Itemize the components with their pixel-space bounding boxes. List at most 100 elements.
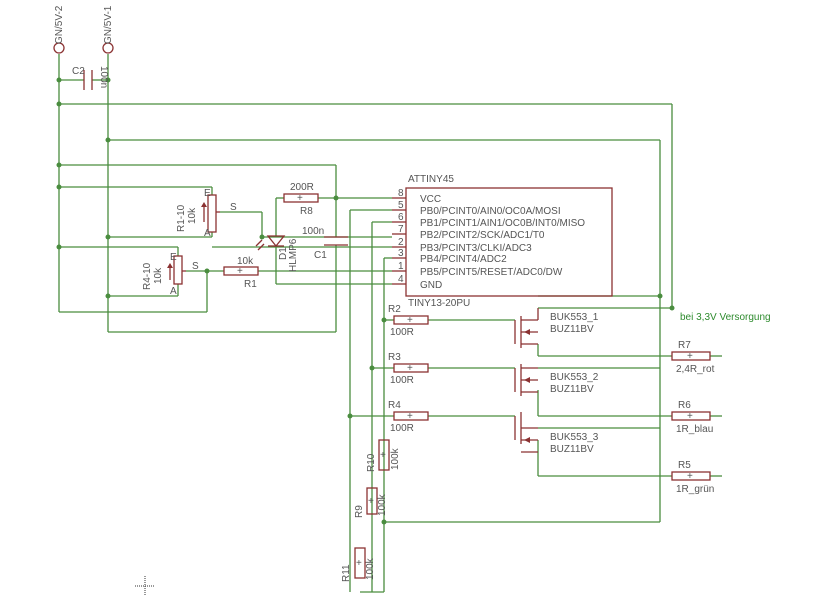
r10-value: 100k	[390, 447, 401, 470]
r2-name: R2	[388, 304, 401, 315]
svg-text:+: +	[380, 450, 386, 461]
svg-text:+: +	[687, 411, 693, 422]
svg-text:+: +	[356, 558, 362, 569]
potentiometer-r1-10[interactable]: E A S R1-10 10k	[176, 188, 237, 239]
r6-name: R6	[678, 400, 691, 411]
capacitor-c1[interactable]: 100n C1	[302, 226, 348, 261]
resistor-r9[interactable]: + R9 100k	[354, 487, 388, 518]
pin-label: PB5/PCINT5/RESET/ADC0/DW	[420, 267, 563, 278]
ic-value: TINY13-20PU	[408, 298, 470, 309]
svg-text:+: +	[407, 315, 413, 326]
q3-name: BUK553_3	[550, 432, 599, 443]
resistor-r6[interactable]: + R6 1R_blau	[671, 400, 713, 435]
svg-text:+: +	[687, 471, 693, 482]
junctions	[56, 77, 675, 525]
pin-num: 4	[398, 274, 404, 285]
potentiometer-r4-10[interactable]: E A S R4-10 10k	[142, 252, 199, 297]
c2-value: 100n	[98, 66, 109, 88]
resistor-r11[interactable]: + R11 100k	[341, 547, 376, 582]
pin-num: 1	[398, 261, 404, 272]
r7-value: 2,4R_rot	[676, 364, 715, 375]
pot4-name: R4-10	[142, 262, 153, 290]
pot4-pin-s: S	[192, 261, 199, 272]
resistor-r5[interactable]: + R5 1R_grün	[671, 460, 714, 495]
r1-value: 10k	[237, 256, 254, 267]
r7-name: R7	[678, 340, 691, 351]
pin-num: 3	[398, 248, 404, 259]
pin-label: PB0/PCINT0/AIN0/OC0A/MOSI	[420, 206, 561, 217]
capacitor-c2[interactable]: C2 100n	[72, 66, 109, 90]
r2-value: 100R	[390, 327, 414, 338]
pin-num: 7	[398, 224, 404, 235]
r5-value: 1R_grün	[676, 484, 714, 495]
svg-text:+: +	[368, 496, 374, 507]
pot4-pin-e: E	[170, 252, 177, 263]
q3-value: BUZ11BV	[550, 444, 594, 455]
r5-name: R5	[678, 460, 691, 471]
resistor-r7[interactable]: + R7 2,4R_rot	[671, 340, 715, 375]
q1-value: BUZ11BV	[550, 324, 594, 335]
pot4-value: 10k	[153, 267, 164, 284]
q2-value: BUZ11BV	[550, 384, 594, 395]
svg-text:+: +	[407, 363, 413, 374]
svg-text:+: +	[407, 411, 413, 422]
pin-num: 2	[398, 237, 404, 248]
pin-label: PB1/PCINT1/AIN1/OC0B/INT0/MISO	[420, 218, 585, 229]
ic-name: ATTINY45	[408, 174, 454, 185]
pot1-name: R1-10	[176, 204, 187, 232]
svg-text:+: +	[237, 266, 243, 277]
resistor-r10[interactable]: + R10 100k	[366, 439, 401, 472]
r4-value: 100R	[390, 423, 414, 434]
svg-text:+: +	[687, 351, 693, 362]
pot1-value: 10k	[187, 207, 198, 224]
r4-name: R4	[388, 400, 401, 411]
connector-vcc[interactable]: GN/5V-1	[102, 5, 114, 54]
pin-label: PB4/PCINT4/ADC2	[420, 254, 507, 265]
pot4-pin-a: A	[170, 286, 177, 297]
d1-value: HLMP6	[288, 238, 299, 272]
q2-name: BUK553_2	[550, 372, 599, 383]
pin-label: VCC	[420, 194, 441, 205]
pin-label: PB2/PCINT2/SCK/ADC1/T0	[420, 230, 545, 241]
svg-text:+: +	[297, 193, 303, 204]
r3-value: 100R	[390, 375, 414, 386]
c1-value: 100n	[302, 226, 324, 237]
resistor-r8[interactable]: + 200R R8	[283, 182, 319, 217]
wires	[58, 54, 722, 593]
mosfet-q3[interactable]: BUK553_3 BUZ11BV	[514, 412, 599, 455]
c2-name: C2	[72, 66, 85, 77]
resistor-r4[interactable]: + R4 100R	[388, 400, 429, 434]
r10-name: R10	[366, 453, 377, 472]
pin-num: 5	[398, 200, 404, 211]
resistor-r1[interactable]: + 10k R1	[223, 256, 259, 290]
pin-label: PB3/PCINT3/CLKI/ADC3	[420, 243, 532, 254]
pin-num: 6	[398, 212, 404, 223]
r1-name: R1	[244, 279, 257, 290]
r8-value: 200R	[290, 182, 314, 193]
r3-name: R3	[388, 352, 401, 363]
c1-name: C1	[314, 250, 327, 261]
pot1-pin-e: E	[204, 188, 211, 199]
pin-label: GND	[420, 280, 442, 291]
supply-note: bei 3,3V Versorgung	[680, 312, 771, 323]
ic-attiny45[interactable]: ATTINY45 TINY13-20PU 8 5 6 7 2 3 1 4 VCC…	[392, 174, 613, 309]
ic-pins	[392, 197, 406, 285]
q1-name: BUK553_1	[550, 312, 599, 323]
r6-value: 1R_blau	[676, 424, 713, 435]
mosfet-q2[interactable]: BUK553_2 BUZ11BV	[514, 364, 599, 396]
d1-name: D1	[278, 247, 289, 260]
r11-name: R11	[341, 564, 352, 582]
r9-value: 100k	[377, 493, 388, 516]
pin-num: 8	[398, 188, 404, 199]
r11-value: 100k	[365, 557, 376, 580]
resistor-r2[interactable]: + R2 100R	[388, 304, 429, 338]
mosfet-q1[interactable]: BUK553_1 BUZ11BV	[514, 308, 599, 348]
pot1-pin-a: A	[204, 228, 211, 239]
diode-d1[interactable]: D1 HLMP6	[255, 235, 299, 272]
resistor-r3[interactable]: + R3 100R	[388, 352, 429, 386]
r9-name: R9	[354, 505, 365, 518]
r8-name: R8	[300, 206, 313, 217]
cursor-crosshair-icon	[135, 576, 155, 596]
connector-gnd[interactable]: GN/5V-2	[53, 5, 65, 54]
